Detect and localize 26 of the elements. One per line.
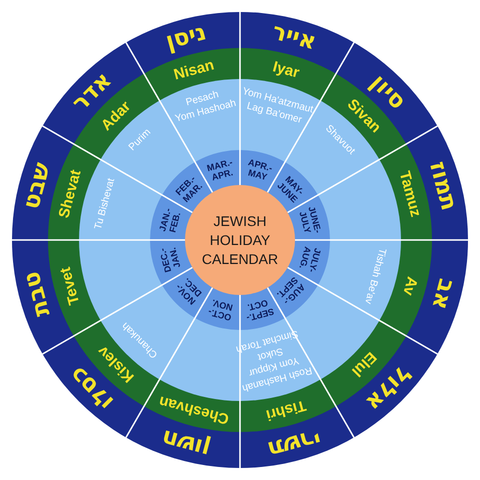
month-name: Shevat bbox=[55, 168, 85, 220]
month-name: Tamuz bbox=[396, 170, 424, 220]
month-name: Tishri bbox=[264, 396, 308, 424]
hebrew-month-name: טבת bbox=[18, 269, 56, 320]
hebrew-month-name: אייר bbox=[270, 18, 320, 56]
hebrew-month-name: ניסן bbox=[162, 19, 209, 55]
month-name: Av bbox=[399, 274, 421, 297]
calendar-title: JEWISH HOLIDAY CALENDAR bbox=[200, 212, 280, 268]
gregorian-months: MAR.- APR. bbox=[205, 156, 236, 185]
gregorian-months: SEPT.- OCT. bbox=[244, 296, 276, 324]
month-name: Tevet bbox=[56, 264, 84, 306]
gregorian-months: APR.- MAY bbox=[246, 156, 274, 185]
holiday-name: Tu Bishevat bbox=[92, 176, 118, 231]
hebrew-month-name: תשרי bbox=[265, 423, 324, 462]
gregorian-months: JULY- AUG. bbox=[296, 244, 324, 276]
hebrew-month-name: אב bbox=[426, 276, 460, 313]
hebrew-month-name: חשון bbox=[158, 424, 213, 462]
hebrew-month-name: שבט bbox=[18, 160, 56, 212]
hebrew-month-name: תמוז bbox=[424, 158, 462, 213]
month-name: Iyar bbox=[270, 58, 301, 82]
gregorian-months: JAN.- FEB. bbox=[156, 206, 184, 236]
month-name: Nisan bbox=[172, 56, 216, 84]
gregorian-months: JUNE- JULY bbox=[296, 204, 324, 237]
gregorian-months: OCT.- NOV. bbox=[206, 296, 236, 324]
gregorian-months: DEC.- JAN. bbox=[156, 245, 184, 276]
holiday-name: Tishah Be'av bbox=[362, 246, 389, 306]
